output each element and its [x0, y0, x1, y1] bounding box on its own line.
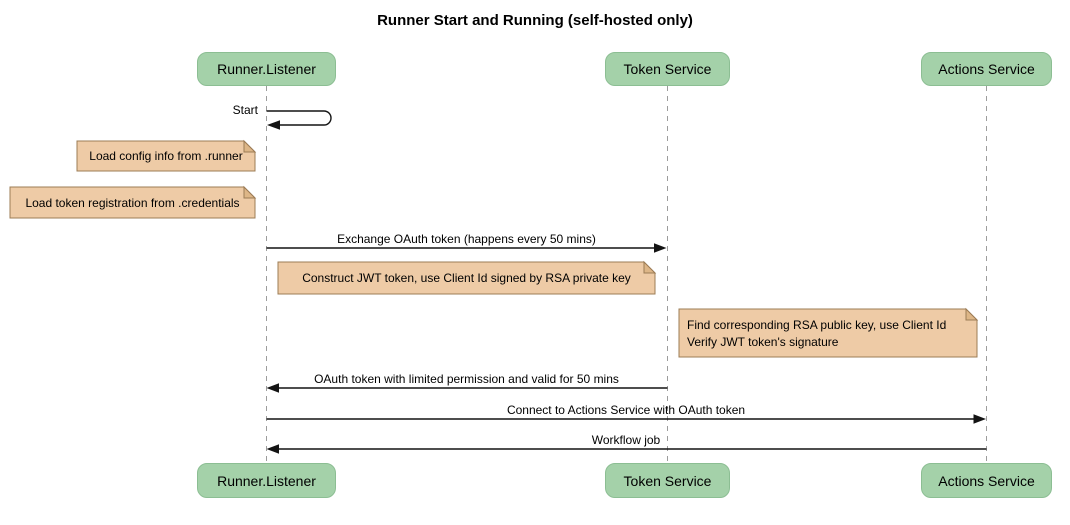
note-load-config-fold [243, 139, 257, 153]
message-start-label: Start [232, 102, 258, 117]
arrow-oauth-return-head [266, 383, 279, 393]
message-exchange-oauth-label: Exchange OAuth token (happens every 50 m… [337, 231, 596, 246]
note-verify-jwt-fold [965, 307, 979, 321]
note-construct-jwt-shape [277, 261, 656, 295]
arrow-exchange-oauth-head [654, 243, 667, 253]
note-construct-jwt-fold [643, 260, 657, 274]
message-connect-actions-label: Connect to Actions Service with OAuth to… [506, 402, 746, 417]
note-load-config-shape [76, 140, 256, 172]
self-loop-start-arrow [266, 110, 332, 126]
arrow-connect-actions-head [973, 414, 986, 424]
participant-token-service-top: Token Service [605, 52, 730, 86]
self-loop-start-arrowhead [267, 120, 280, 130]
note-verify-jwt: Find corresponding RSA public key, use C… [687, 312, 973, 356]
note-load-credentials: Load token registration from .credential… [25, 195, 240, 210]
note-construct-jwt: Construct JWT token, use Client Id signe… [302, 271, 631, 285]
note-verify-jwt-shape [678, 308, 978, 358]
diagram-title: Runner Start and Running (self-hosted on… [377, 12, 693, 29]
participant-actions-service-top: Actions Service [921, 52, 1052, 86]
note-verify-jwt-line-1: Find corresponding RSA public key, use C… [687, 318, 947, 332]
note-verify-jwt-line-2: Verify JWT token's signature [687, 335, 839, 349]
note-load-credentials-shape [9, 186, 256, 219]
participant-actions-service-bottom: Actions Service [921, 463, 1052, 498]
participant-runner-listener-bottom: Runner.Listener [197, 463, 336, 498]
participant-token-service-bottom: Token Service [605, 463, 730, 498]
note-load-credentials-fold [243, 185, 257, 199]
message-oauth-return-label: OAuth token with limited permission and … [314, 371, 619, 386]
message-workflow-job-label: Workflow job [591, 432, 661, 447]
participant-runner-listener-top: Runner.Listener [197, 52, 336, 86]
arrow-workflow-job-head [266, 444, 279, 454]
note-load-config: Load config info from .runner [89, 149, 243, 163]
